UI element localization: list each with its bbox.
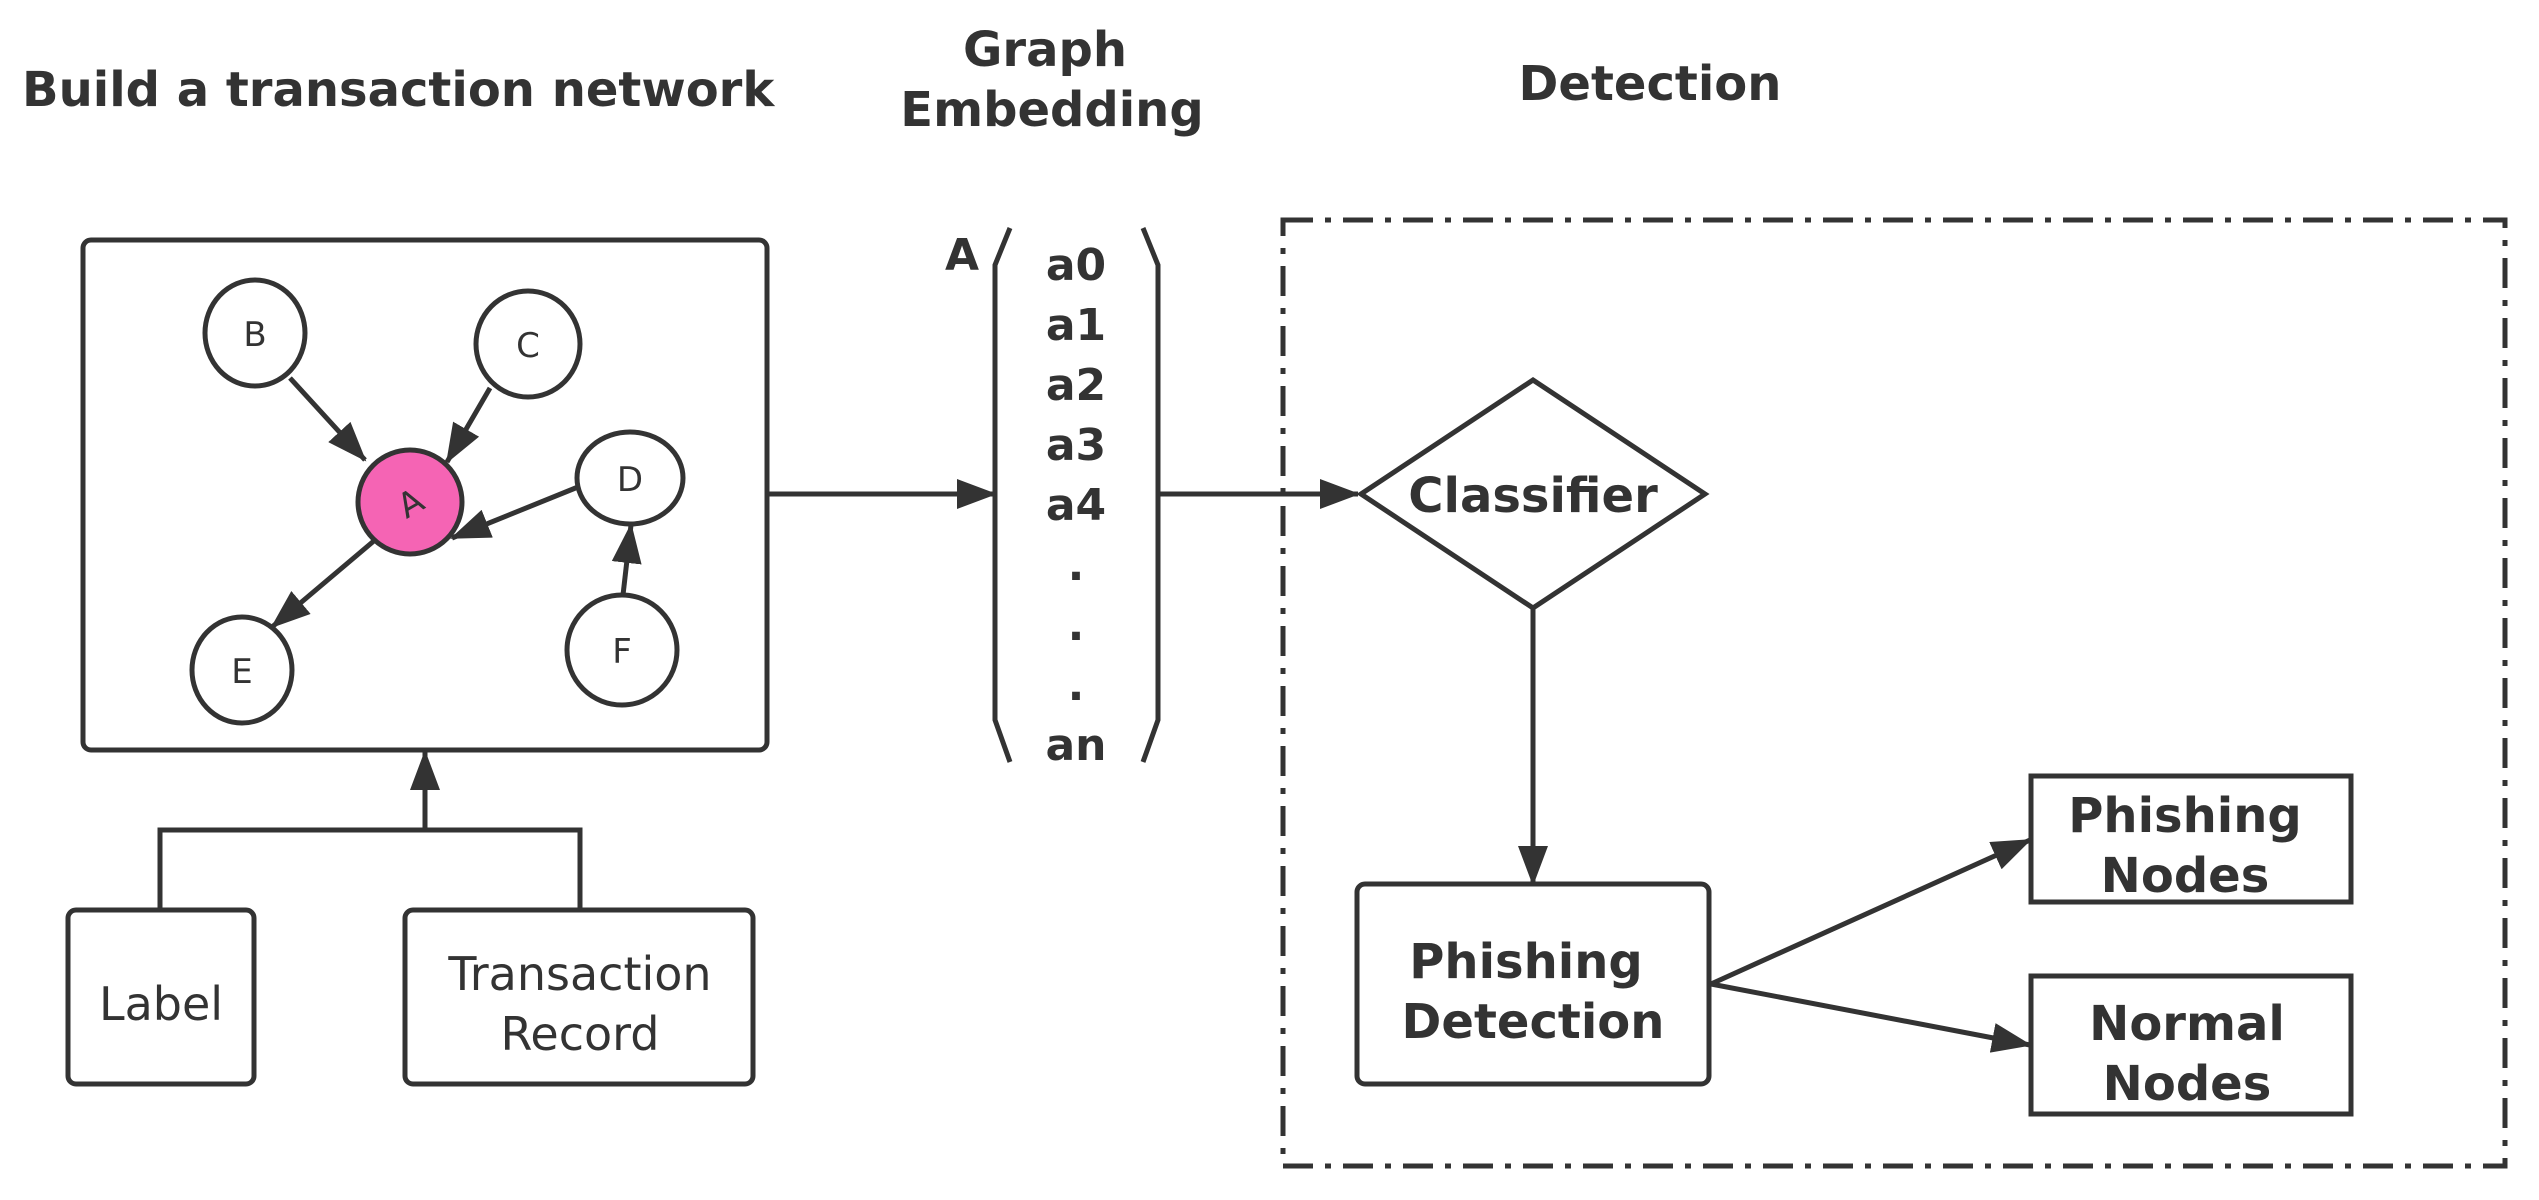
phishing-detection-line2: Detection bbox=[1402, 994, 1665, 1050]
vector-right-bracket bbox=[1140, 227, 1161, 763]
phishing-nodes-line2: Nodes bbox=[2101, 848, 2270, 904]
arrow-to-phishing-nodes bbox=[1709, 837, 2032, 987]
graph-node-c: C bbox=[473, 288, 583, 400]
title-build-network: Build a transaction network bbox=[22, 62, 775, 118]
vector-entry: . bbox=[1068, 600, 1085, 651]
embedding-node-label: A bbox=[945, 230, 979, 281]
transaction-record-box: Transaction Record bbox=[402, 907, 756, 1087]
graph-node-e-label: E bbox=[231, 652, 252, 692]
vector-entry: a1 bbox=[1046, 300, 1106, 351]
graph-node-d-label: D bbox=[617, 460, 643, 500]
vector-entry: a0 bbox=[1046, 240, 1106, 291]
phishing-nodes-line1: Phishing bbox=[2068, 788, 2302, 844]
edge-a-to-e bbox=[270, 538, 377, 629]
arrow-to-normal-nodes bbox=[1710, 981, 2032, 1053]
edge-d-to-a bbox=[450, 484, 579, 541]
graph-node-c-label: C bbox=[516, 326, 540, 366]
edge-b-to-a bbox=[288, 376, 367, 462]
graph-node-d: D bbox=[574, 429, 686, 527]
title-graph-embedding-line1: Graph bbox=[963, 22, 1127, 78]
normal-nodes-box: Normal Nodes bbox=[2028, 973, 2354, 1117]
normal-nodes-line1: Normal bbox=[2089, 996, 2285, 1052]
phishing-nodes-box: Phishing Nodes bbox=[2028, 773, 2354, 905]
graph-node-a: A bbox=[355, 447, 465, 557]
label-box-text: Label bbox=[99, 977, 223, 1031]
transaction-record-line2: Record bbox=[501, 1007, 660, 1061]
transaction-record-line1: Transaction bbox=[447, 947, 711, 1001]
vector-entry: a2 bbox=[1046, 360, 1106, 411]
normal-nodes-line2: Nodes bbox=[2103, 1056, 2272, 1112]
phishing-detection-box: Phishing Detection bbox=[1354, 881, 1712, 1087]
vector-entry: a3 bbox=[1046, 420, 1106, 471]
classifier-label: Classifier bbox=[1408, 468, 1658, 524]
input-connector bbox=[157, 827, 583, 910]
title-detection: Detection bbox=[1519, 56, 1782, 112]
graph-node-f: F bbox=[564, 592, 680, 708]
vector-entry: a4 bbox=[1046, 480, 1106, 531]
vector-entry: . bbox=[1068, 540, 1085, 591]
graph-node-b-label: B bbox=[243, 315, 266, 355]
vector-entry: an bbox=[1045, 720, 1106, 771]
graph-node-e: E bbox=[189, 614, 295, 726]
graph-node-b: B bbox=[202, 277, 308, 389]
vector-left-bracket bbox=[992, 227, 1013, 763]
classifier-diamond: Classifier bbox=[1356, 377, 1710, 611]
vector-entries: a0 a1 a2 a3 a4... an bbox=[1045, 240, 1106, 771]
edge-c-to-a bbox=[444, 386, 493, 464]
label-box: Label bbox=[65, 907, 257, 1087]
graph-node-f-label: F bbox=[612, 632, 632, 672]
vector-entry: . bbox=[1068, 660, 1085, 711]
title-graph-embedding-line2: Embedding bbox=[900, 82, 1203, 138]
detection-region bbox=[1280, 217, 2508, 1169]
edge-f-to-d bbox=[611, 523, 642, 596]
phishing-detection-line1: Phishing bbox=[1409, 934, 1643, 990]
